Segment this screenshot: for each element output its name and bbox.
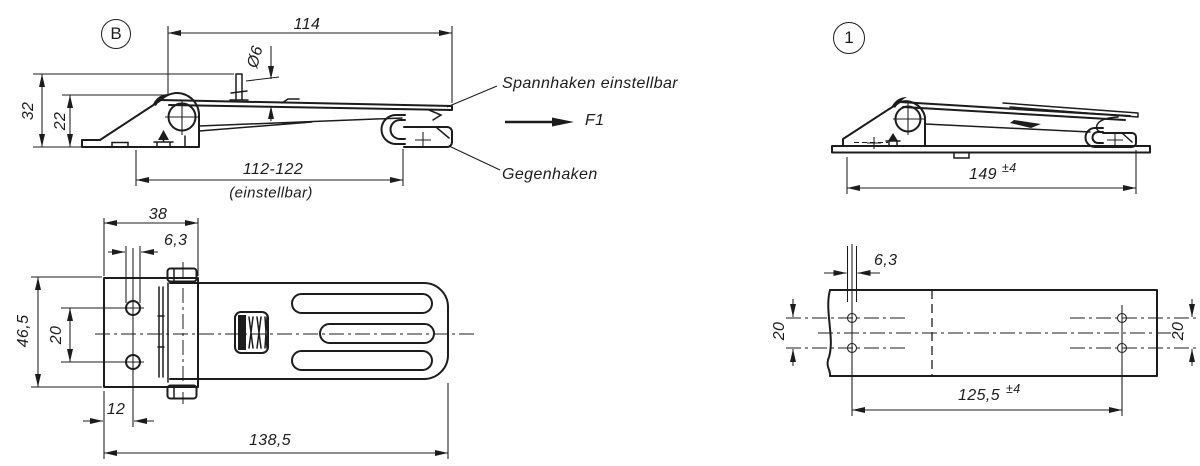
dim-bracket-width: 38 (148, 206, 168, 223)
mounting-plate-linework (786, 244, 1197, 416)
dim-plate-hole-distance-tolerance: ±4 (1006, 382, 1021, 396)
side-view-closed-linework (831, 97, 1151, 159)
dim-plate-hole-spacing-left: 20 (771, 321, 788, 341)
side-view-open-dimensions (33, 26, 574, 186)
side-view-closed-dimensions (846, 150, 1137, 194)
dim-closed-length-tolerance: ±4 (1002, 161, 1017, 175)
dim-adjustable-note: (einstellbar) (229, 184, 313, 202)
dim-overall-length-open: 114 (293, 16, 321, 33)
dim-adjustable-range: 112-122 (242, 161, 304, 178)
callout-hook-adjustable: Spannhaken einstellbar (502, 75, 679, 92)
callout-counter-hook: Gegenhaken (502, 166, 598, 183)
dim-overall-length-top: 138,5 (248, 432, 292, 449)
dim-hole-spacing-open: 20 (48, 325, 65, 345)
view-marker-1: 1 (833, 22, 865, 54)
dim-plate-hole-diameter: 6,3 (874, 252, 898, 269)
callout-force-f1: F1 (585, 112, 605, 129)
top-view-open-linework (95, 248, 474, 427)
dim-hole-offset: 12 (106, 401, 126, 418)
dim-closed-length: 149 (969, 166, 997, 183)
dim-overall-width: 46,5 (15, 314, 32, 348)
top-view-open-dimensions (31, 218, 449, 459)
dim-hole-diameter-open: 6,3 (164, 232, 188, 249)
dim-height-total: 32 (20, 101, 37, 121)
mounting-plate-dimensions (790, 246, 1195, 413)
side-view-open-linework (81, 73, 453, 148)
dim-plate-hole-distance: 125,5 (957, 387, 1001, 404)
dim-height-hook: 22 (52, 111, 69, 131)
dim-plate-hole-spacing-right: 20 (1170, 321, 1187, 341)
view-marker-b: B (101, 19, 131, 49)
